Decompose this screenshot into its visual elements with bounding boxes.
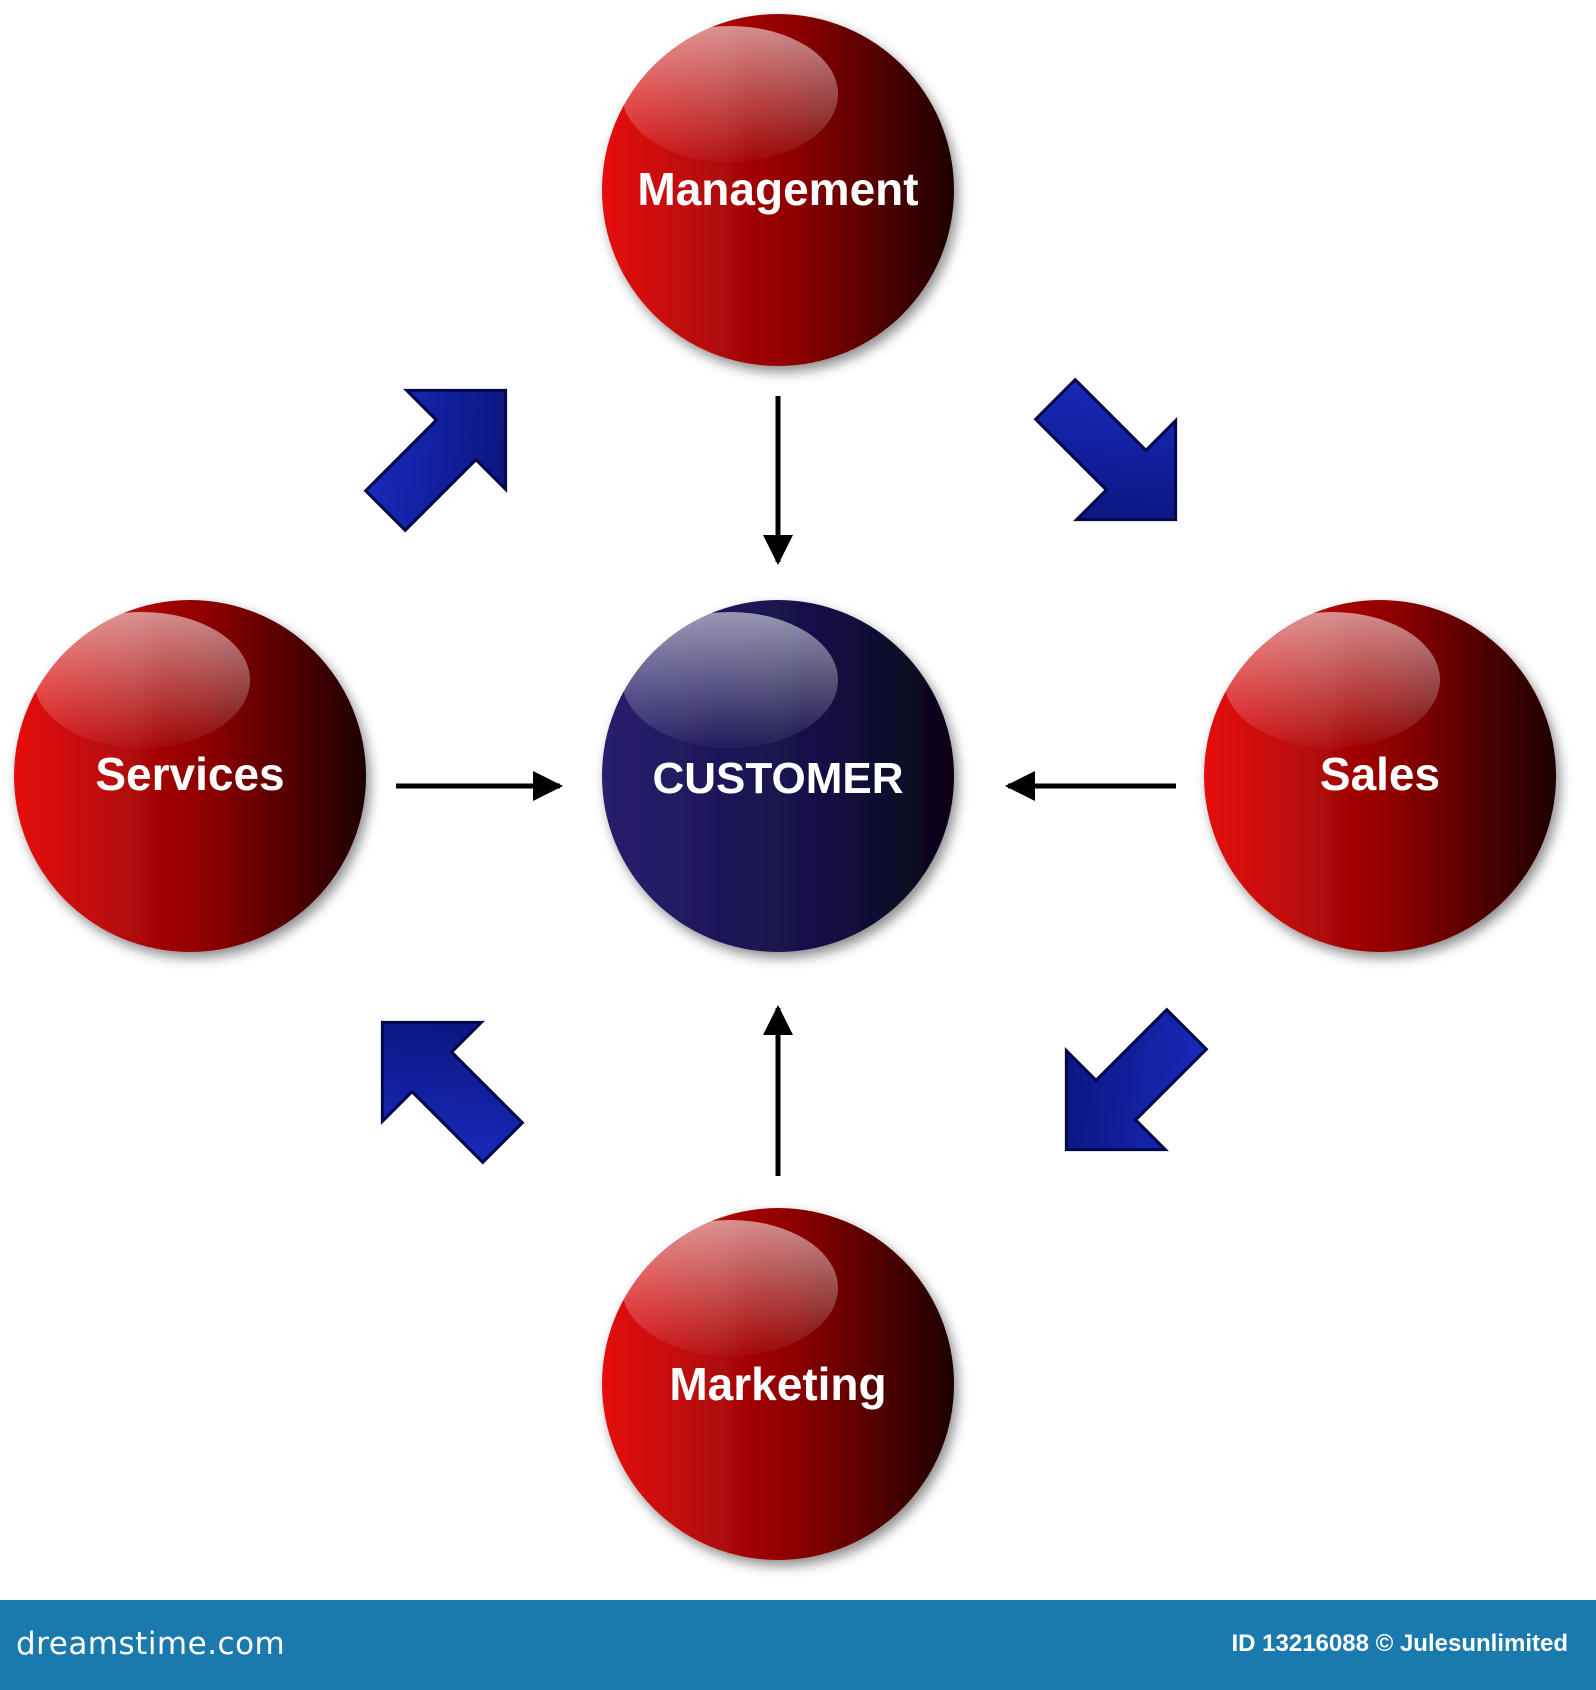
node-marketing-label: Marketing — [669, 1358, 886, 1410]
org-diagram: Management Services CUSTOMER Sales Marke… — [14, 14, 1556, 1560]
node-sales-label: Sales — [1320, 748, 1440, 800]
node-customer-label: CUSTOMER — [653, 754, 904, 803]
node-customer: CUSTOMER — [602, 600, 954, 952]
cycle-arrow-marketing-to-services — [331, 971, 554, 1194]
footer-logo: dreamstime.com — [16, 1626, 286, 1662]
node-management: Management — [602, 14, 954, 366]
node-management-label: Management — [637, 163, 918, 215]
watermark-footer: dreamstime.com ID 13216088 © Julesunlimi… — [0, 1600, 1596, 1690]
node-services-label: Services — [95, 748, 284, 800]
node-services: Services — [14, 600, 366, 952]
node-sales: Sales — [1204, 600, 1556, 952]
cycle-arrow-services-to-management — [334, 339, 557, 562]
node-marketing: Marketing — [602, 1208, 954, 1560]
footer-credit: ID 13216088 © Julesunlimited — [1231, 1630, 1568, 1657]
cycle-arrow-sales-to-marketing — [1015, 978, 1238, 1201]
cycle-arrow-management-to-sales — [1004, 348, 1227, 571]
